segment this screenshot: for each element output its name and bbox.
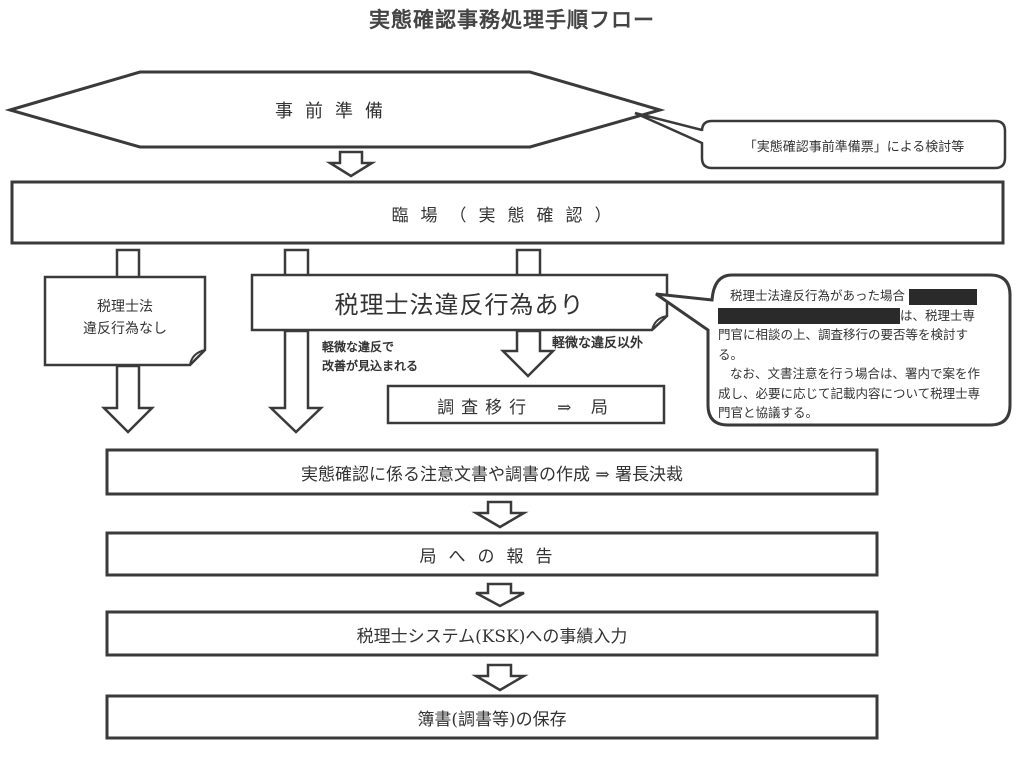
report-label: 局への報告 bbox=[419, 547, 565, 567]
preparation-note-label: 「実態確認事前準備票」による検討等 bbox=[743, 139, 965, 155]
storage-label: 簿書(調書等)の保存 bbox=[417, 710, 567, 730]
arrow-minor-violation bbox=[267, 329, 325, 434]
redaction-block bbox=[718, 308, 900, 324]
document-creation-node bbox=[105, 448, 879, 496]
no-violation-node bbox=[43, 275, 207, 367]
onsite-node bbox=[10, 180, 1005, 245]
arrow-down-1 bbox=[325, 150, 377, 178]
redaction-block bbox=[909, 288, 977, 305]
storage-node bbox=[105, 694, 879, 740]
violation-note-text: 税理士法違反行為があった場合 は、税理士専 門官に相談の上、調査移行の要否等を検… bbox=[718, 286, 1002, 423]
report-node bbox=[105, 531, 879, 577]
arrow-down-2 bbox=[471, 500, 529, 529]
page-title: 実態確認事務処理手順フロー bbox=[369, 8, 655, 32]
minor-branch-label: 軽微な違反で 改善が見込まれる bbox=[322, 338, 418, 376]
violation-note-line-3: 門官に相談の上、調査移行の要否等を検討す bbox=[718, 327, 969, 342]
ksk-input-label: 税理士システム(KSK)への事績入力 bbox=[356, 626, 628, 647]
arrow-no-violation bbox=[100, 364, 156, 434]
not-minor-branch-label: 軽微な違反以外 bbox=[552, 336, 644, 351]
arrow-not-minor bbox=[499, 329, 557, 378]
stem-left bbox=[115, 248, 141, 280]
preparation-label: 事前準備 bbox=[275, 101, 395, 122]
stem-right bbox=[515, 248, 542, 279]
preparation-note-callout bbox=[634, 111, 1007, 170]
investigation-label: 調査移行 ⇒ 局 bbox=[437, 397, 615, 418]
minor-branch-line-2: 改善が見込まれる bbox=[322, 359, 419, 373]
violation-note-line-5: なお、文書注意を行う場合は、署内で案を作 bbox=[730, 366, 981, 381]
investigation-node bbox=[386, 384, 666, 425]
onsite-label: 臨場（実態確認） bbox=[391, 205, 624, 226]
arrow-down-3 bbox=[475, 582, 525, 608]
violation-note-line-7: 門官と協議する。 bbox=[718, 405, 819, 420]
minor-branch-line-1: 軽微な違反で bbox=[322, 340, 395, 354]
no-violation-line-1: 税理士法 bbox=[97, 299, 153, 315]
violation-note-line-1: 税理士法違反行為があった場合 bbox=[730, 288, 906, 303]
no-violation-line-2: 違反行為なし bbox=[83, 321, 167, 337]
preparation-node bbox=[4, 70, 666, 149]
document-creation-label: 実態確認に係る注意文書や調書の作成 ⇒ 署長決裁 bbox=[300, 464, 684, 485]
stem-middle bbox=[283, 248, 310, 279]
violation-note-line-4: る。 bbox=[718, 346, 744, 362]
ksk-input-node bbox=[105, 610, 879, 657]
violation-label: 税理士法違反行為あり bbox=[334, 290, 585, 319]
no-violation-label: 税理士法 違反行為なし bbox=[45, 290, 205, 346]
violation-node bbox=[250, 273, 669, 332]
arrow-down-4 bbox=[471, 663, 529, 692]
violation-note-line-2: は、税理士専 bbox=[900, 307, 976, 323]
violation-note-line-6: 成し、必要に応じて記載内容について税理士専 bbox=[718, 385, 981, 401]
